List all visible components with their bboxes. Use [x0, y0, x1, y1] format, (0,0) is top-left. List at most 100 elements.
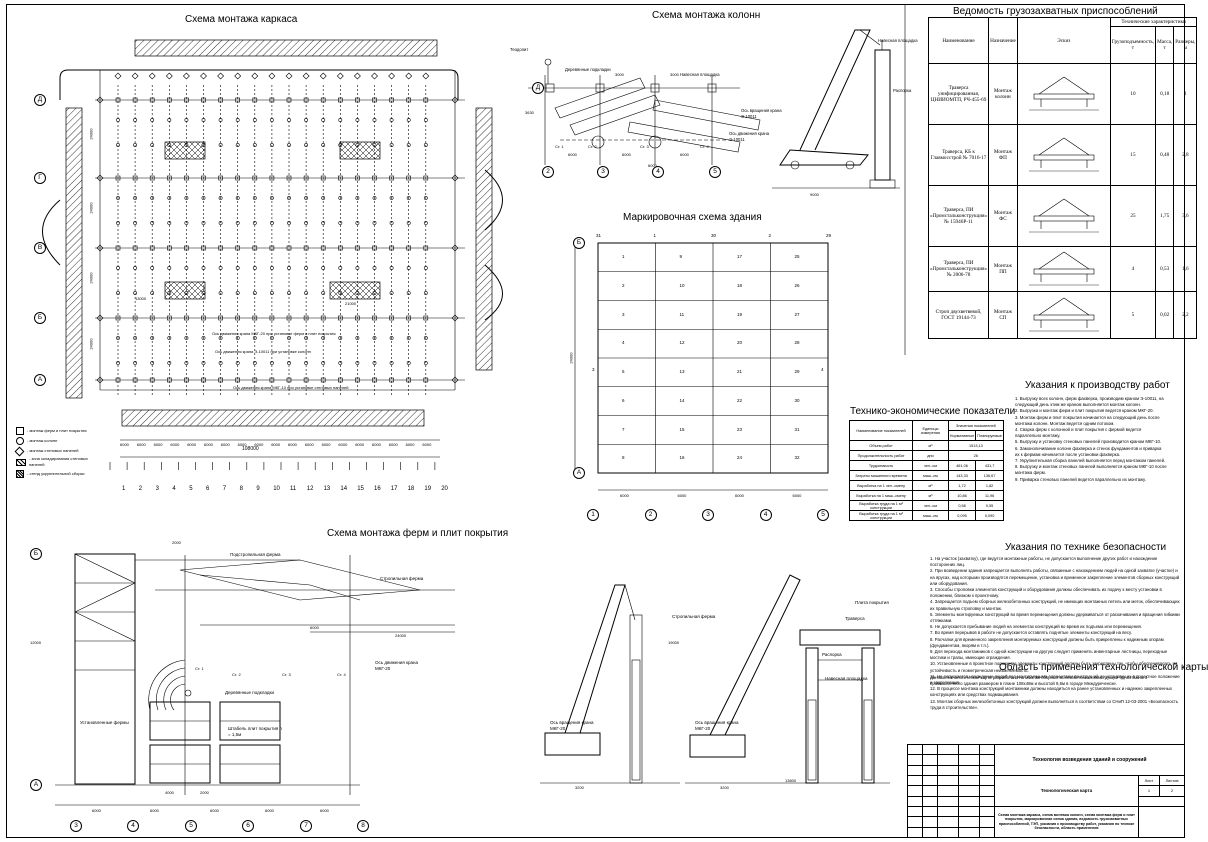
- truss-col-5: 5: [185, 820, 197, 832]
- marking-cell-31: 31: [794, 426, 800, 432]
- columns-label-2: Навесная площадка: [680, 72, 720, 77]
- columns-axis-4: 4: [652, 166, 664, 178]
- tep-cell: 26: [947, 450, 1005, 461]
- paragraph: 7. Во время перерывов в работе не допуск…: [930, 630, 1132, 636]
- frame-total-dim: 108000: [242, 446, 259, 452]
- truss-dim-6: 6000: [320, 808, 329, 813]
- tep-cell: 431,7: [975, 460, 1004, 471]
- frame-col-16: 16: [374, 486, 381, 492]
- marking-top-1: 1: [653, 233, 657, 238]
- stamp-sheets-label: Листов: [1159, 774, 1185, 787]
- paragraph: 2. Выгрузка и монтаж ферм и плит покрыти…: [1015, 408, 1154, 414]
- scope-text: Данная технологическая карта разработана…: [930, 675, 1147, 687]
- paragraph: 2. При возведении здания запрещается вып…: [930, 568, 1180, 586]
- tep-cell: дни: [912, 450, 949, 461]
- marking-scheme-title: Маркировочная схема здания: [623, 212, 762, 223]
- columns-label-1: Деревянные подкладки: [565, 67, 611, 72]
- marking-step-0: 6000: [620, 493, 629, 498]
- paragraph: 6. Не допускается пребывание людей на эл…: [930, 624, 1143, 630]
- paragraph: 10. Установленные в проектное положение …: [930, 661, 1178, 673]
- crane-path-1-label: Ось движения крана МКГ-20 при установке …: [212, 331, 336, 336]
- column-laid-4: [627, 121, 741, 153]
- paragraph: 4. Сварка ферм с колонной и плит покрыти…: [1015, 427, 1142, 439]
- truss-label-5: Установленные фермы: [80, 720, 129, 725]
- hatch-marker-icon: [16, 458, 26, 466]
- slinging-sketch: [1016, 63, 1111, 125]
- marking-cell-22: 22: [737, 397, 743, 403]
- th-sketch: Эскиз: [1016, 17, 1111, 64]
- traverse-sketch-icon: [1028, 297, 1099, 332]
- traverse-sketch-icon: [1028, 76, 1099, 111]
- truss-label-3: Деревянные подкладки: [225, 690, 275, 695]
- truss-dim-7: 6000: [310, 625, 319, 630]
- paragraph: 3. Способы строповки элементов конструкц…: [930, 587, 1162, 599]
- truss-stand-2: Ст. 3: [282, 672, 291, 677]
- marking-step-1: 6000: [677, 493, 687, 498]
- columns-label-5: Навесная площадка: [878, 38, 918, 43]
- truss-axis-А: А: [30, 779, 42, 791]
- column-hanging: [874, 49, 891, 181]
- frame-step-10: 6000: [288, 442, 297, 447]
- marking-col-1: 1: [587, 509, 599, 521]
- traverse-sketch-icon: [1028, 198, 1099, 233]
- tep-cell: чел.-см: [912, 460, 949, 471]
- frame-col-11: 11: [290, 486, 297, 492]
- stamp-sheet: 1: [1138, 785, 1160, 797]
- marking-cell-21: 21: [737, 369, 743, 374]
- columns-dim-4: 3000: [615, 72, 624, 77]
- assembly-stand-3: [164, 281, 206, 300]
- frame-axis-Г: Г: [34, 172, 46, 184]
- slinging-name: Траверса, КБ к Главмосстрой № 7016-17: [927, 124, 990, 186]
- slinging-size: 2,8: [1173, 124, 1198, 186]
- marking-cell-15: 15: [679, 426, 685, 432]
- marking-cell-10: 10: [679, 282, 685, 288]
- slinging-load: 5: [1109, 291, 1157, 339]
- paragraph: 9. Для перехода монтажников с одной конс…: [930, 649, 1168, 661]
- column-laid-3: [652, 99, 761, 131]
- wall-panel-storage-top: [134, 39, 438, 57]
- slinging-sketch: [1016, 246, 1111, 292]
- frame-span-2: 24000: [88, 272, 94, 284]
- crane-boom: [799, 29, 871, 151]
- truss-label-7: Ось вращения крана МКГ-20: [550, 720, 594, 732]
- slinging-row: Траверса, ПИ «Промстальконструкция» № 20…: [927, 246, 1198, 292]
- slinging-list-title: Ведомость грузозахватных приспособлений: [953, 6, 1158, 17]
- frame-col-10: 10: [273, 486, 280, 492]
- truss-label-10: Траверса: [845, 616, 865, 621]
- frame-col-4: 4: [172, 486, 176, 492]
- slinging-mass: 1,75: [1155, 185, 1175, 247]
- paragraph: 5. Элементы монтируемых конструкций во в…: [930, 611, 1180, 624]
- truss-dim-9: 2000: [200, 790, 209, 795]
- tep-cell: м³: [912, 480, 949, 491]
- truss-col-3: 3: [70, 820, 82, 832]
- work-instructions-text: 1. Выгрузку всех колонн, ферм фахверка, …: [1015, 396, 1167, 483]
- truss-label-6: Стропильная ферма: [672, 614, 716, 619]
- truss-label-2: Ось движения крана МКГ-20: [375, 660, 419, 672]
- safety-title: Указания по технике безопасности: [1005, 542, 1167, 553]
- truss-col-6: 6: [242, 820, 254, 832]
- truss-label-12: Навесная площадка: [825, 676, 868, 681]
- truss-col-8: 8: [357, 820, 369, 832]
- frame-column-grid: [95, 72, 465, 470]
- columns-stand-1: Ст. 2: [588, 144, 597, 149]
- tep-cell: 11,96: [975, 490, 1004, 501]
- wall-panel-storage-bottom: [121, 409, 425, 427]
- work-instructions-title: Указания к производству работ: [1025, 380, 1170, 391]
- frame-col-15: 15: [357, 486, 364, 492]
- paragraph: 8. Выгрузку и монтаж стеновых панелей вы…: [1015, 464, 1167, 476]
- roof-slab-hanging: [799, 629, 881, 646]
- frame-step-15: 6000: [372, 442, 381, 447]
- frame-col-9: 9: [256, 486, 260, 492]
- columns-label-0: Теодолит: [510, 47, 529, 52]
- columns-axis-5: 5: [709, 166, 721, 178]
- truss-dim-11: 3200: [720, 785, 729, 790]
- frame-col-12: 12: [306, 486, 314, 492]
- tep-th-plan: Планируемые: [975, 430, 1004, 441]
- marking-cell-24: 24: [737, 455, 743, 461]
- tep-cell: 0,090: [975, 510, 1004, 521]
- marking-cell-4: 4: [622, 340, 625, 346]
- tep-cell: маш.-см: [912, 470, 949, 481]
- slinging-table: Наименование Назначение Эскиз Технически…: [927, 17, 1198, 339]
- marking-step-3: 6000: [792, 493, 802, 498]
